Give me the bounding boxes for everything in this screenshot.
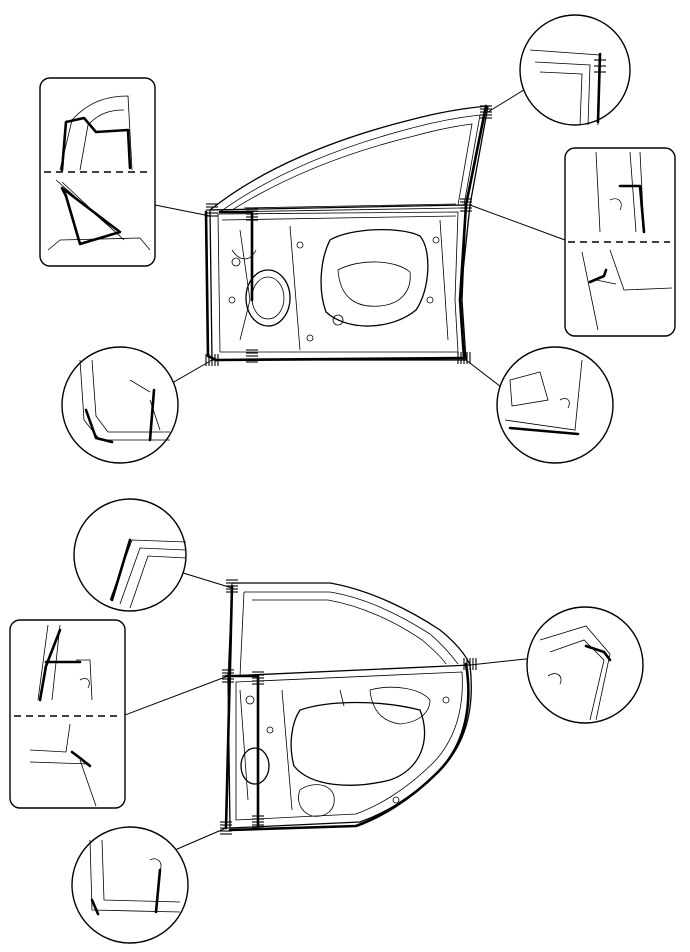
- rear-door-body: [227, 664, 472, 829]
- rear-service-hole: [290, 701, 426, 786]
- callout-front-lower-rear: [496, 346, 614, 464]
- rear-leader-middle-front: [124, 675, 229, 716]
- rear-door-window-frame: [232, 582, 471, 666]
- callout-front-upper-rear: [519, 14, 631, 126]
- front-sealant-belt: [218, 210, 254, 302]
- rear-sealant-front-edge: [224, 584, 234, 830]
- front-sealant-rear: [458, 104, 488, 360]
- callout-rear-upper-front: [73, 498, 187, 612]
- front-sealant-front-edge: [204, 210, 218, 362]
- callout-front-lower-front: [61, 346, 179, 464]
- front-leader-middle-rear: [469, 204, 566, 241]
- front-door-body: [209, 204, 467, 361]
- callout-rear-middle-front: [9, 619, 126, 809]
- callout-front-middle-rear: [564, 147, 676, 337]
- rear-door: [124, 571, 536, 851]
- front-door: [154, 79, 566, 391]
- sealant-hatch-ticks: [205, 105, 492, 835]
- front-leader-lower-rear: [465, 359, 506, 391]
- rear-leader-upper-rear: [469, 657, 536, 666]
- rear-sealant-belt: [224, 674, 260, 828]
- callout-rear-lower-front: [71, 826, 189, 944]
- front-door-window-frame: [209, 105, 489, 356]
- front-service-hole: [320, 228, 429, 327]
- rear-leader-lower-front: [174, 827, 227, 851]
- callout-rear-upper-rear: [526, 606, 644, 724]
- rear-sealant-rear: [228, 662, 470, 832]
- callout-front-inner: [39, 77, 156, 267]
- rear-speaker-hole: [240, 747, 270, 785]
- front-leader-inner: [154, 204, 211, 217]
- front-sealant-bottom: [214, 356, 466, 362]
- rear-leader-upper-front: [179, 571, 233, 589]
- front-speaker-hole: [245, 269, 291, 327]
